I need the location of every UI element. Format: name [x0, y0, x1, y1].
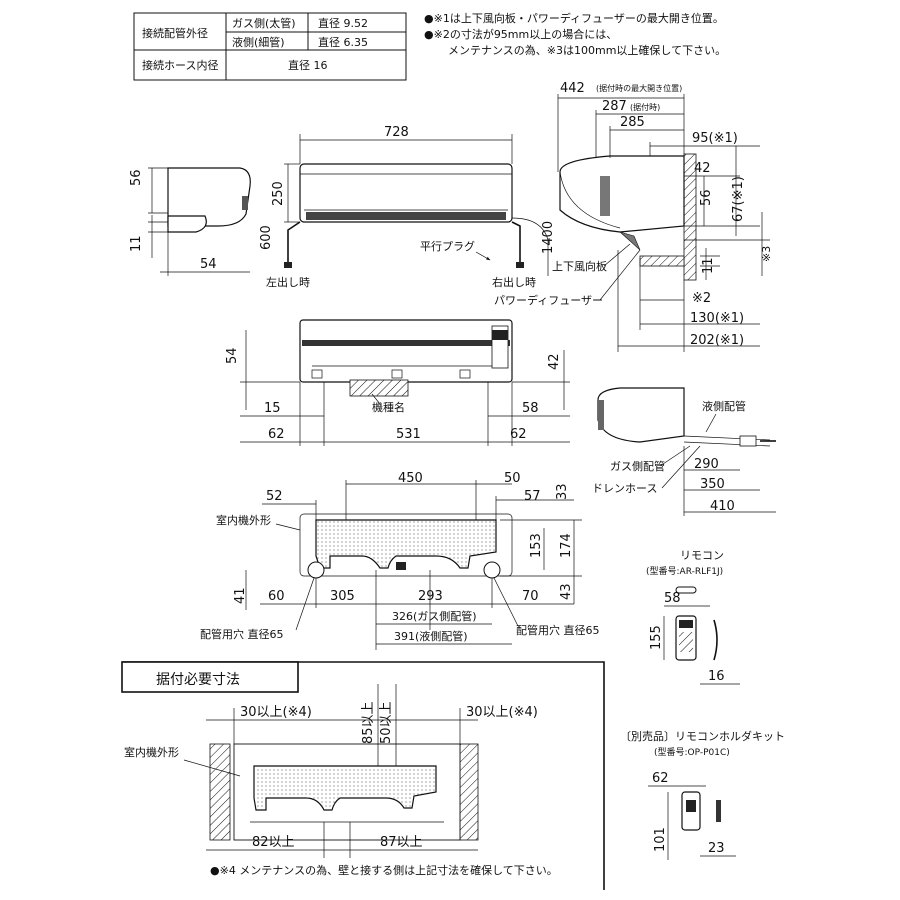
- left-side-view: 56 11 54: [129, 167, 251, 276]
- top-notes: ●※1は上下風向板・パワーディフューザーの最大開き位置。 ●※2の寸法が95mm…: [424, 11, 726, 57]
- plate-dim-60: 60: [268, 589, 285, 604]
- holder-dim-62: 62: [652, 771, 669, 786]
- label-gas-pipe: ガス側配管: [610, 459, 665, 473]
- remote-title: リモコン: [680, 549, 724, 562]
- bottom-dim-54: 54: [225, 347, 240, 364]
- spec-liquid-name: 液側(細管): [232, 35, 285, 49]
- spec-liquid-value: 直径 6.35: [318, 35, 368, 49]
- remote-dim-16: 16: [708, 669, 725, 684]
- plate-dim-50: 50: [504, 471, 521, 486]
- label-liquid-pipe: 液側配管: [702, 399, 746, 413]
- rs-dim-285: 285: [620, 115, 645, 130]
- bottom-dim-15: 15: [264, 401, 281, 416]
- bottom-dim-62-left: 62: [268, 427, 285, 442]
- label-parallel-plug: 平行プラグ: [420, 239, 475, 253]
- install-label-outline: 室内機外形: [124, 745, 179, 759]
- plate-dim-33: 33: [555, 483, 570, 500]
- install-note: ●※4 メンテナンスの為、壁と接する側は上記寸法を確保して下さい。: [210, 863, 558, 877]
- left-dim-11: 11: [129, 235, 144, 252]
- spec-gas-name: ガス側(太管): [232, 16, 296, 30]
- rs-note-installed: (据付時): [630, 102, 660, 112]
- rs-note-max-open: (据付時の最大開き位置): [596, 83, 682, 93]
- rs-dim-11: 11: [701, 257, 716, 274]
- label-indoor-outline: 室内機外形: [216, 513, 271, 527]
- label-drain-hose: ドレンホース: [592, 482, 657, 495]
- piping-side-view: 液側配管 ガス側配管 ドレンホース 290 350 410: [592, 387, 776, 516]
- label-vertical-louver: 上下風向板: [552, 259, 607, 273]
- rs-dim-442: 442: [560, 81, 585, 96]
- rs-dim-42: 42: [694, 161, 711, 176]
- rs-dim-56: 56: [699, 189, 714, 206]
- install-dim-50: 50以上: [379, 701, 394, 744]
- bottom-view: 機種名 54 42 15 58 62 531 62: [225, 319, 570, 446]
- pipe-dim-350: 350: [700, 477, 725, 492]
- pipe-dim-410: 410: [710, 499, 735, 514]
- front-dim-600: 600: [259, 225, 274, 250]
- remote-model: (型番号:AR-RLF1J): [646, 565, 723, 577]
- rs-dim-mark2: ※2: [692, 291, 711, 306]
- label-power-diffuser: パワーディフューザー: [494, 293, 603, 307]
- back-plate-view: 室内機外形 450 50 52 57 33 153 174 43 41 60 3…: [200, 471, 600, 650]
- install-dim-top-right: 30以上(※4): [466, 705, 538, 720]
- label-pipe-hole-left: 配管用穴 直径65: [200, 627, 284, 641]
- plate-dim-70: 70: [522, 589, 539, 604]
- front-view: 728 250 600 1400 左出し時 右出し時 平行プラグ: [259, 125, 556, 289]
- note-line-3: メンテナンスの為、※3は100mm以上確保して下さい。: [448, 43, 726, 57]
- label-right-outlet: 右出し時: [492, 275, 536, 289]
- plate-dim-41: 41: [233, 587, 248, 604]
- plate-dim-305: 305: [330, 589, 355, 604]
- spec-table: 接続配管外径 ガス側(太管) 直径 9.52 液側(細管) 直径 6.35 接続…: [133, 12, 407, 81]
- rs-dim-67: 67(※1): [731, 176, 746, 222]
- plate-dim-174: 174: [559, 533, 574, 558]
- spec-hose-value: 直径 16: [288, 58, 328, 72]
- plate-dim-52: 52: [266, 489, 283, 504]
- rs-dim-mark3: ※3: [760, 246, 773, 262]
- rs-dim-95: 95(※1): [692, 131, 738, 146]
- plate-dim-43: 43: [559, 583, 574, 600]
- remote-section: リモコン (型番号:AR-RLF1J) 58 155 16: [646, 549, 740, 685]
- rs-dim-287: 287: [602, 99, 627, 114]
- holder-title: 〔別売品〕リモコンホルダキット: [620, 729, 785, 743]
- plate-dim-293: 293: [418, 589, 443, 604]
- spec-label-hose: 接続ホース内径: [142, 58, 218, 72]
- front-dim-728: 728: [384, 125, 409, 140]
- pipe-dim-290: 290: [694, 457, 719, 472]
- plate-dim-153: 153: [529, 533, 544, 558]
- left-dim-54: 54: [200, 257, 217, 272]
- bottom-dim-62-right: 62: [510, 427, 527, 442]
- label-left-outlet: 左出し時: [266, 275, 310, 289]
- plate-dim-450: 450: [398, 471, 423, 486]
- note-line-1: ●※1は上下風向板・パワーディフューザーの最大開き位置。: [424, 11, 724, 25]
- plate-dim-326: 326(ガス側配管): [392, 609, 477, 623]
- remote-dim-155: 155: [649, 625, 664, 650]
- install-requirements-box: 据付必要寸法 室内機外形 30以上(※4) 30以上(※4) 85以上 50以上…: [121, 661, 605, 890]
- plate-dim-391: 391(液側配管): [394, 629, 468, 643]
- label-model-name: 機種名: [372, 400, 405, 414]
- install-dim-top-left: 30以上(※4): [240, 705, 312, 720]
- front-dim-250: 250: [271, 181, 286, 206]
- holder-model: (型番号:OP-P01C): [654, 746, 730, 758]
- rs-dim-202: 202(※1): [690, 333, 744, 348]
- holder-dim-23: 23: [708, 841, 725, 856]
- install-dim-85: 85以上: [361, 701, 376, 744]
- bottom-dim-42: 42: [547, 353, 562, 370]
- install-title: 据付必要寸法: [156, 672, 240, 688]
- bottom-dim-58: 58: [522, 401, 539, 416]
- rs-dim-130: 130(※1): [690, 311, 744, 326]
- spec-label-pipe: 接続配管外径: [142, 26, 208, 40]
- plate-dim-57: 57: [524, 489, 541, 504]
- install-dim-82: 82以上: [252, 835, 295, 850]
- holder-dim-101: 101: [653, 827, 668, 852]
- right-side-view: 442 (据付時の最大開き位置) 287 (据付時) 285 95(※1) 42…: [494, 81, 773, 352]
- remote-dim-58: 58: [664, 591, 681, 606]
- note-line-2: ●※2の寸法が95mm以上の場合には、: [424, 27, 617, 41]
- left-dim-56: 56: [129, 169, 144, 186]
- install-dim-87: 87以上: [380, 835, 423, 850]
- front-dim-1400: 1400: [541, 221, 556, 254]
- label-pipe-hole-right: 配管用穴 直径65: [516, 623, 600, 637]
- spec-gas-value: 直径 9.52: [318, 16, 368, 30]
- holder-kit-section: 〔別売品〕リモコンホルダキット (型番号:OP-P01C) 62 101 23: [620, 729, 785, 860]
- bottom-dim-531: 531: [396, 427, 421, 442]
